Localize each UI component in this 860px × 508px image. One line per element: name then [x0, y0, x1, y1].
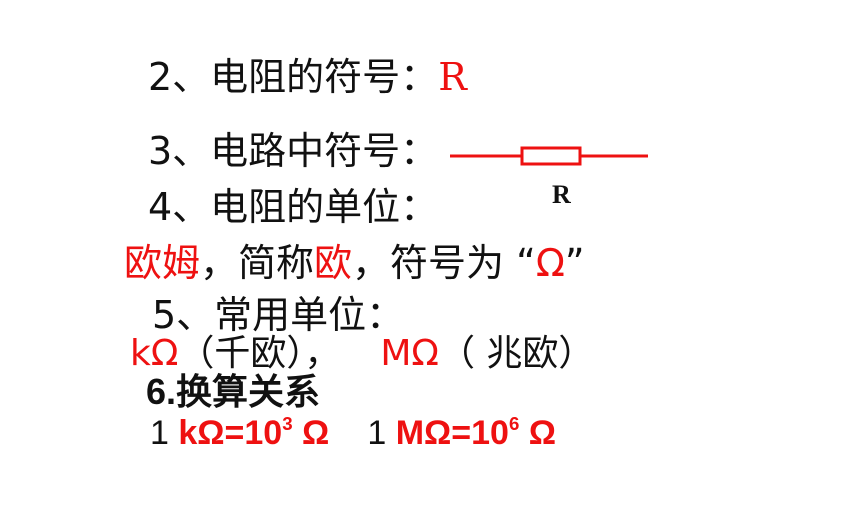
- megaohm-formula-lead: 1: [367, 414, 396, 452]
- resistance-symbol-label: 2、电阻的符号：: [148, 55, 439, 99]
- kiloohm-symbol: kΩ: [130, 333, 179, 374]
- ohm-symbol-text: ，符号为 “: [352, 241, 536, 285]
- resistor-label: R: [552, 180, 571, 209]
- resistance-symbol-line: 2、电阻的符号：R: [148, 58, 467, 96]
- resistance-unit-line: 4、电阻的单位：: [148, 188, 438, 226]
- megaohm-formula: MΩ=106 Ω: [396, 414, 556, 452]
- ohm-short-name: 欧: [314, 241, 353, 285]
- conversion-heading: 6.换算关系: [146, 374, 320, 410]
- resistance-symbol-value: R: [438, 55, 467, 99]
- kiloohm-formula-base: kΩ=10: [178, 414, 283, 452]
- kiloohm-formula-exponent: 3: [282, 412, 293, 434]
- common-units-line: 5、常用单位：: [152, 296, 404, 334]
- ohm-full-name: 欧姆: [124, 241, 201, 285]
- conversion-heading-text: 6.换算关系: [146, 371, 321, 412]
- megaohm-name: （ 兆欧）: [438, 333, 595, 374]
- ohm-definition-line: 欧姆，简称欧，符号为 “Ω”: [124, 244, 585, 282]
- resistor-symbol-icon: [450, 146, 648, 166]
- megaohm-formula-unit: Ω: [519, 414, 557, 452]
- kiloohm-formula: kΩ=103 Ω: [178, 414, 329, 452]
- ohm-symbol-close-quote: ”: [564, 241, 585, 285]
- kiloohm-formula-unit: Ω: [292, 414, 330, 452]
- common-units-label: 5、常用单位：: [152, 293, 405, 337]
- resistance-unit-label: 4、电阻的单位：: [148, 185, 439, 229]
- circuit-symbol-line: 3、电路中符号：: [148, 132, 438, 170]
- ohm-symbol: Ω: [535, 241, 565, 285]
- kiloohm-name: （千欧），: [178, 333, 341, 374]
- ohm-abbrev-text: ，简称: [200, 241, 315, 285]
- megaohm-symbol: MΩ: [380, 333, 439, 374]
- units-list-line: kΩ（千欧）， MΩ（ 兆欧）: [130, 336, 594, 372]
- kiloohm-formula-lead: 1: [150, 414, 179, 452]
- circuit-symbol-label: 3、电路中符号：: [148, 129, 439, 173]
- megaohm-formula-base: MΩ=10: [395, 414, 509, 452]
- megaohm-formula-exponent: 6: [508, 412, 520, 434]
